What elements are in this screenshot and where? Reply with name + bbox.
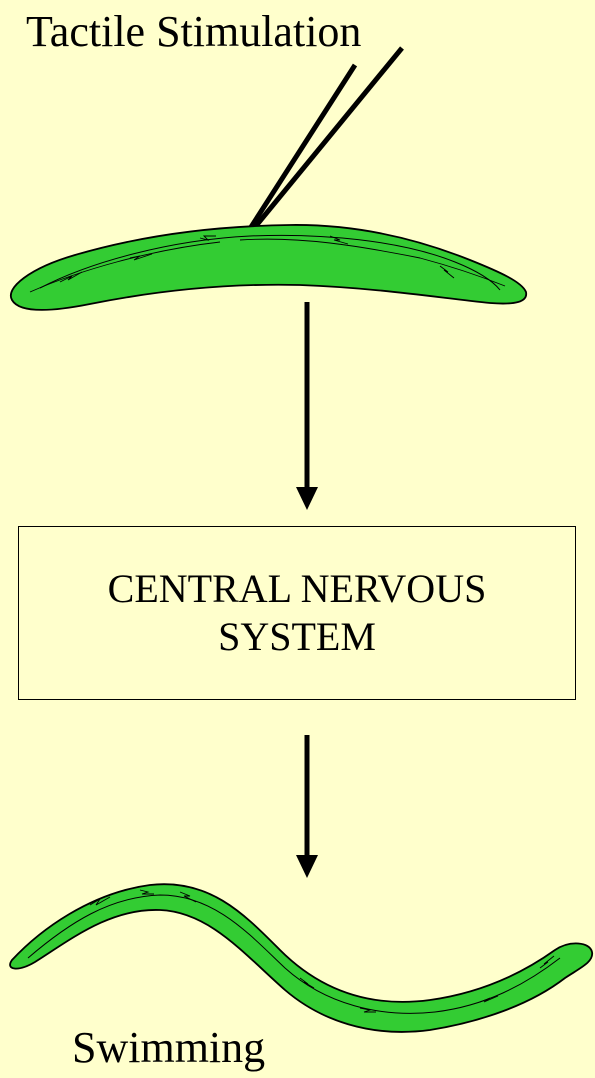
- cns-label-line2: SYSTEM: [108, 613, 487, 661]
- cns-label: CENTRAL NERVOUS SYSTEM: [108, 565, 487, 661]
- response-label: Swimming: [72, 1022, 265, 1073]
- stimulus-label: Tactile Stimulation: [26, 6, 361, 57]
- arrow-down-icon: [296, 735, 318, 878]
- arrow-down-icon: [296, 302, 318, 510]
- worm-resting-icon: [11, 225, 526, 310]
- cns-label-line1: CENTRAL NERVOUS: [108, 565, 487, 613]
- cns-box: CENTRAL NERVOUS SYSTEM: [18, 526, 576, 700]
- probe-icon: [244, 48, 402, 238]
- worm-swimming-icon: [10, 884, 592, 1032]
